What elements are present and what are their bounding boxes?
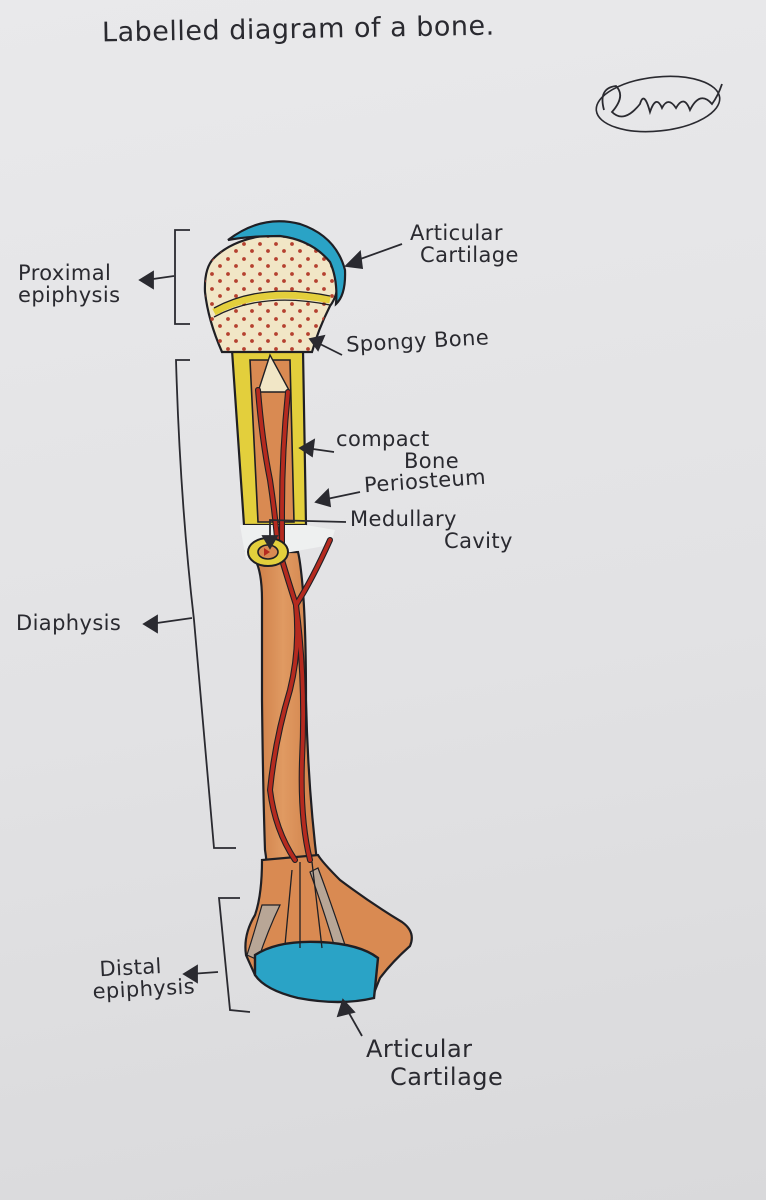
distal-articular-cartilage-shape — [253, 940, 380, 1004]
label-compact-bone: compact Bone — [336, 427, 460, 474]
signature-ellipse — [595, 75, 721, 133]
label-medullary-cavity: Medullary Cavity — [350, 507, 513, 554]
label-articular-cartilage-bottom: Articular Cartilage — [366, 1035, 504, 1091]
spongy-to-cavity — [257, 353, 292, 393]
label-distal-epiphysis: Distal epiphysis — [92, 954, 196, 1004]
proximal-articular-cartilage-shape — [227, 220, 347, 307]
epiphyseal-line — [212, 291, 331, 316]
page-title: Labelled diagram of a bone. — [101, 10, 495, 49]
label-diaphysis: Diaphysis — [16, 611, 122, 635]
bracket-diaphysis — [175, 359, 236, 849]
bracket-proximal-epiphysis — [174, 229, 190, 325]
signature-scribble — [601, 83, 723, 118]
label-articular-cartilage-top: Articular Cartilage — [410, 221, 519, 268]
bracket-distal-epiphysis — [218, 897, 251, 1013]
epiphyseal-line-outline — [213, 290, 331, 318]
label-proximal-epiphysis: Proximal epiphysis — [18, 261, 121, 308]
